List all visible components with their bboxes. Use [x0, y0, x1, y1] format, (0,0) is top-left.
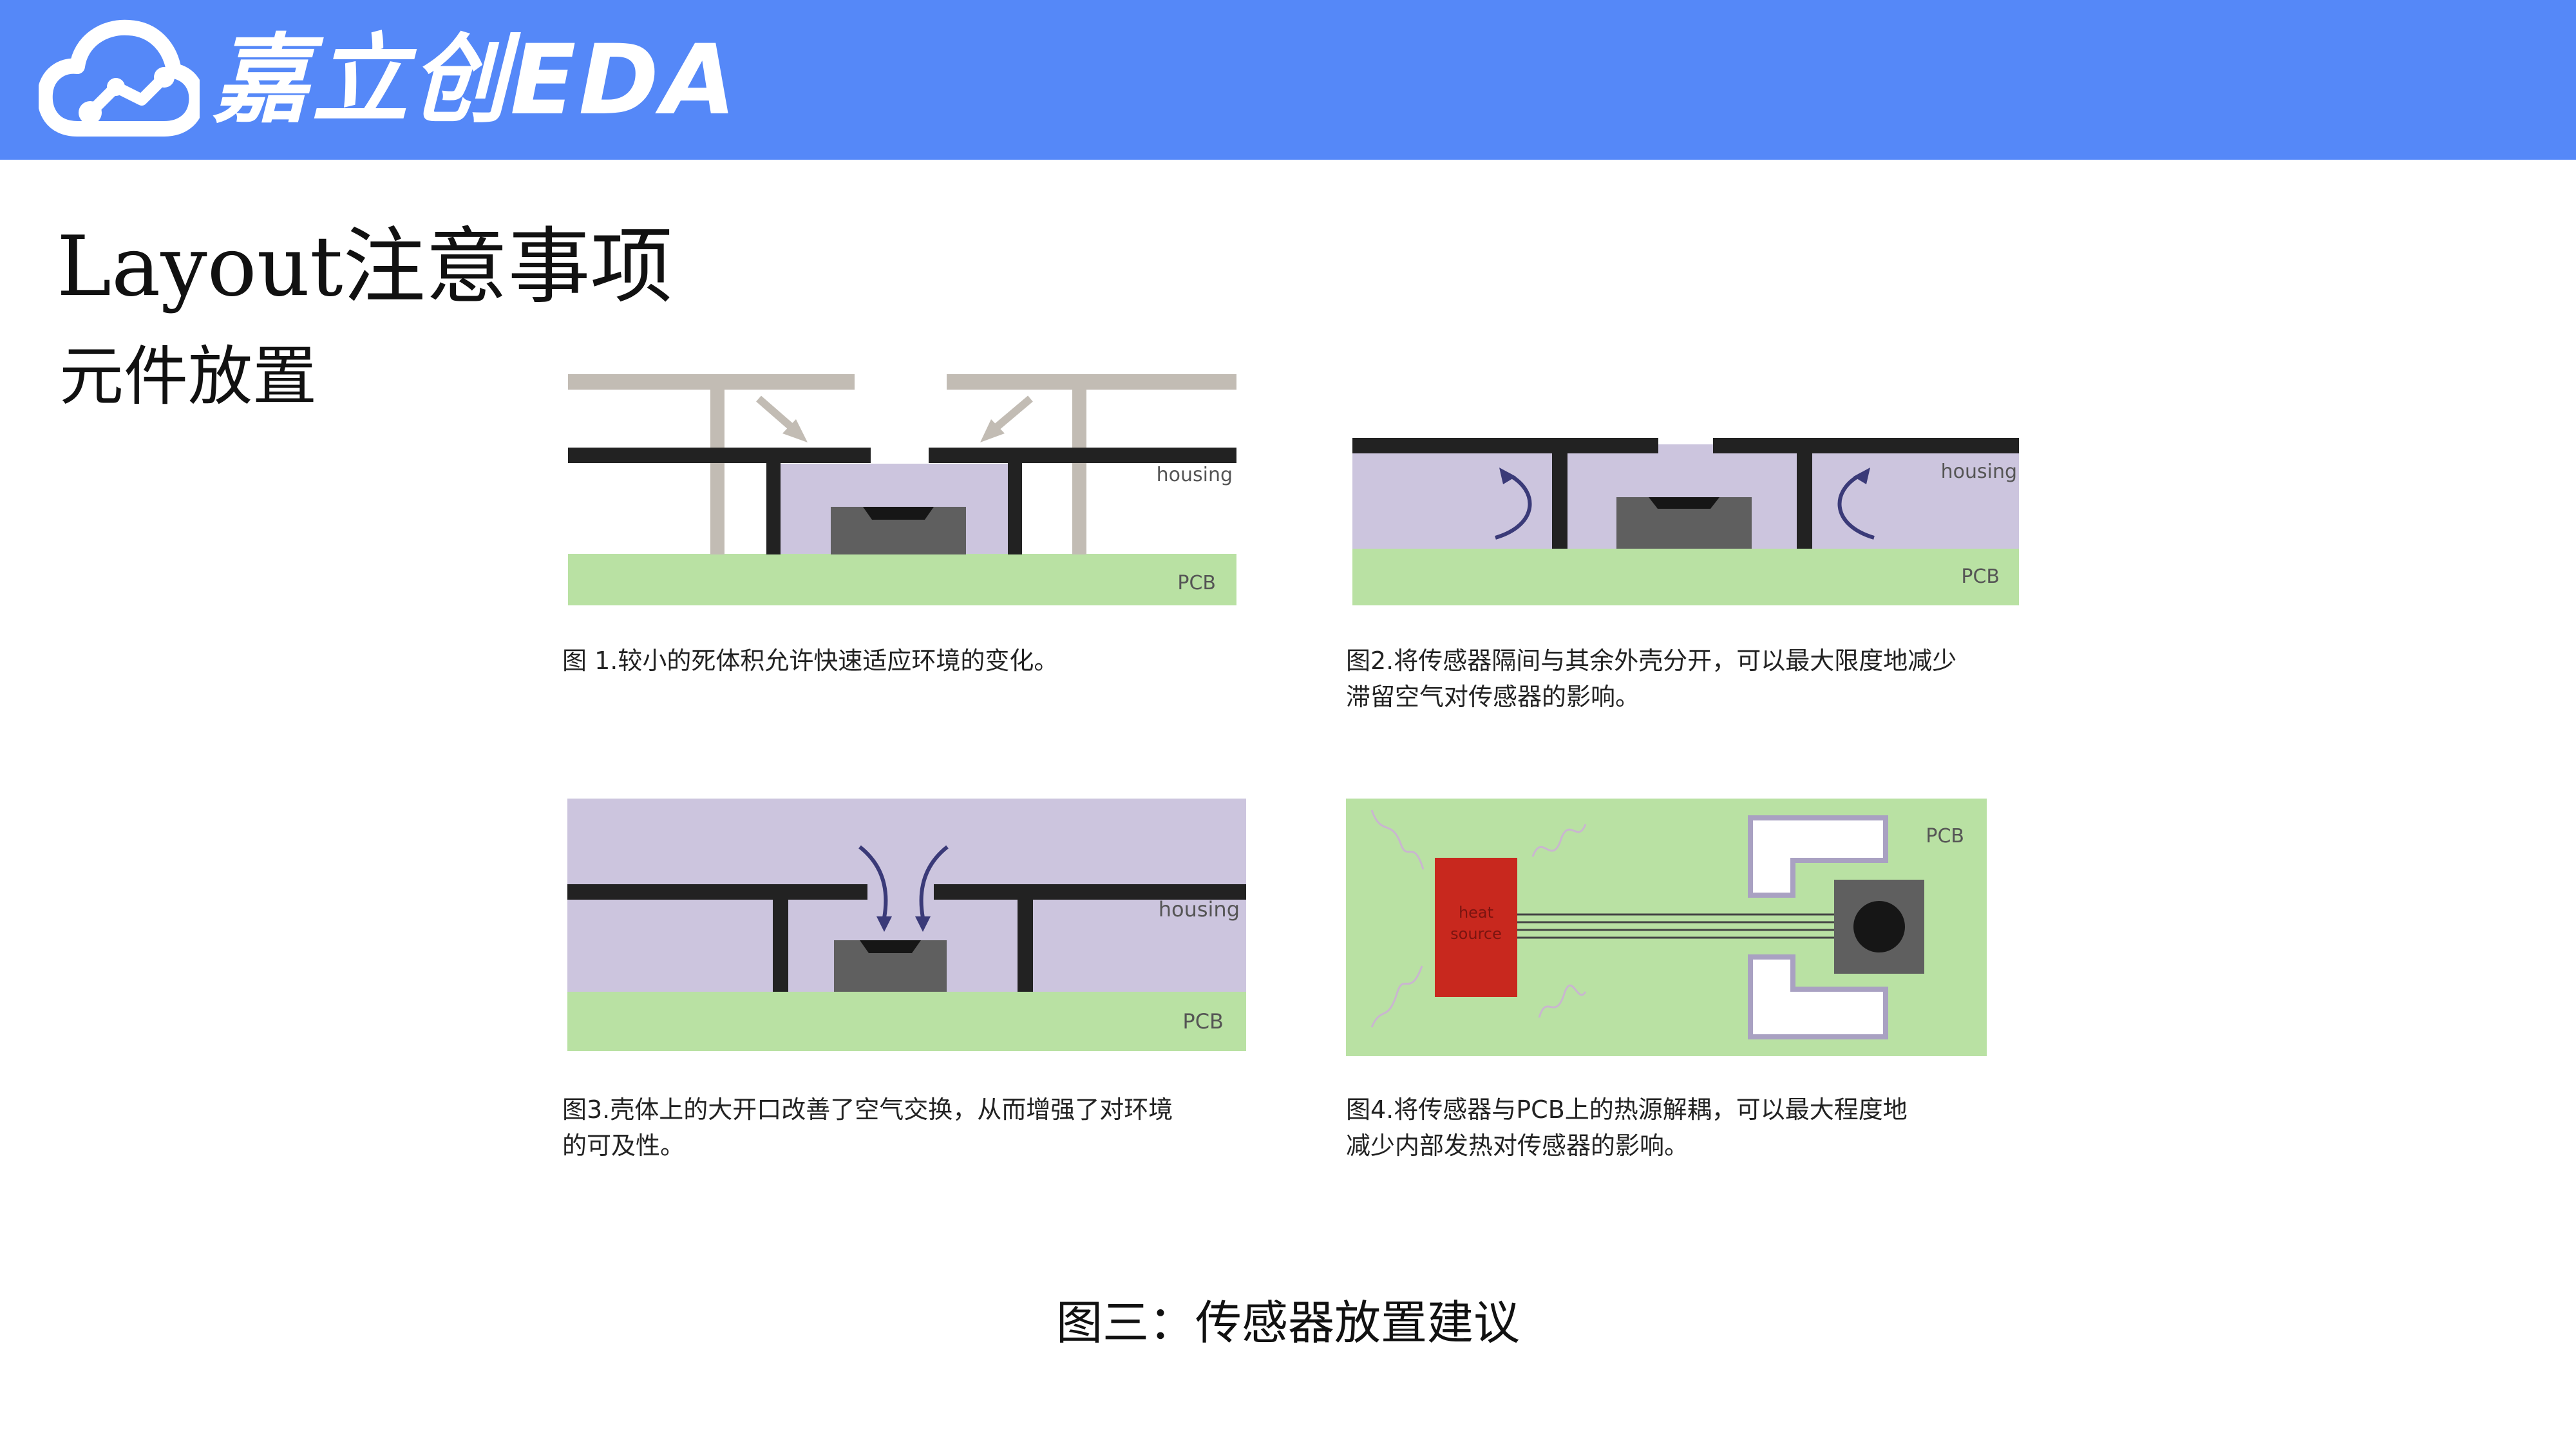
curved-arrow-icon-down-right — [915, 845, 949, 932]
sensor-opening — [863, 507, 934, 520]
housing-label: housing — [1941, 460, 2017, 483]
thermal-cutout-top — [1748, 815, 1888, 898]
housing-label: housing — [1159, 897, 1240, 922]
sensor-opening — [1649, 497, 1719, 509]
sensor-opening — [1853, 901, 1905, 952]
curved-arrow-icon-down-left — [858, 845, 892, 932]
pcb-label: PCB — [1961, 565, 2000, 588]
heat-source-label: heat — [1459, 904, 1493, 922]
housing-wall-right — [1008, 448, 1022, 554]
cloud-icon — [39, 19, 200, 137]
figure-2-caption: 图2.将传感器隔间与其余外壳分开，可以最大限度地减少 滞留空气对传感器的影响。 — [1346, 643, 1956, 715]
header-bar: 嘉立创EDA — [0, 0, 2576, 160]
pcb-label: PCB — [1926, 825, 1964, 848]
figure-3-diagram: housing PCB — [564, 795, 1246, 1053]
housing-top-left — [1352, 438, 1658, 453]
housing-wall-left — [1552, 438, 1567, 549]
heat-source-label-2: source — [1450, 925, 1502, 943]
figure-4-diagram: heat source PCB — [1346, 799, 1987, 1056]
pcb-label: PCB — [1177, 572, 1216, 594]
housing-top-left — [567, 884, 867, 900]
housing-wall-left — [773, 884, 788, 992]
housing-wall-right — [1797, 438, 1812, 549]
pcb-layer — [1352, 549, 2019, 605]
pcb-layer — [567, 992, 1246, 1051]
caption-line: 图4.将传感器与PCB上的热源解耦，可以最大程度地 — [1346, 1095, 1908, 1124]
ghost-housing-top-right — [947, 374, 1236, 390]
housing-label: housing — [1157, 464, 1233, 486]
figure-1-diagram: housing PCB — [560, 370, 1243, 609]
housing-top-right — [934, 884, 1246, 900]
sensor-opening — [860, 940, 921, 953]
housing-wall-right — [1018, 884, 1033, 992]
figure-1-caption: 图 1.较小的死体积允许快速适应环境的变化。 — [562, 643, 1058, 679]
caption-line: 图2.将传感器隔间与其余外壳分开，可以最大限度地减少 — [1346, 647, 1957, 675]
page-title: Layout注意事项 — [57, 219, 673, 315]
caption-line: 减少内部发热对传感器的影响。 — [1346, 1132, 1689, 1160]
logo-text: 嘉立创EDA — [213, 24, 739, 137]
ghost-wall-left — [710, 374, 724, 554]
housing-top-right — [929, 448, 1236, 463]
heat-wave-icon — [1370, 810, 1587, 1028]
housing-top-right — [1713, 438, 2019, 453]
caption-line: 滞留空气对传感器的影响。 — [1346, 683, 1640, 711]
bottom-caption: 图三：传感器放置建议 — [1056, 1296, 1520, 1350]
figure-2-diagram: housing PCB — [1346, 438, 2022, 607]
figure-4-caption: 图4.将传感器与PCB上的热源解耦，可以最大程度地 减少内部发热对传感器的影响。 — [1346, 1092, 1908, 1164]
caption-line: 的可及性。 — [562, 1132, 685, 1160]
logo: 嘉立创EDA — [39, 13, 739, 148]
caption-line: 图3.壳体上的大开口改善了空气交换，从而增强了对环境 — [562, 1095, 1173, 1124]
ghost-wall-right — [1072, 374, 1086, 554]
arrow-icon-inward-left — [756, 395, 808, 442]
pcb-layer — [568, 554, 1236, 605]
section-title: 元件放置 — [59, 339, 317, 414]
heat-source — [1435, 858, 1517, 997]
arrow-icon-inward-right — [980, 395, 1033, 442]
thermal-cutout-bottom — [1748, 954, 1888, 1039]
caption-line: 图 1.较小的死体积允许快速适应环境的变化。 — [562, 647, 1059, 675]
curved-arrow-icon-right — [1837, 468, 1875, 540]
figure-3-caption: 图3.壳体上的大开口改善了空气交换，从而增强了对环境 的可及性。 — [562, 1092, 1173, 1164]
housing-top-left — [568, 448, 871, 463]
housing-wall-left — [766, 448, 781, 554]
curved-arrow-icon-left — [1495, 468, 1532, 540]
pcb-label: PCB — [1182, 1009, 1224, 1034]
trace-lines — [1517, 913, 1835, 939]
